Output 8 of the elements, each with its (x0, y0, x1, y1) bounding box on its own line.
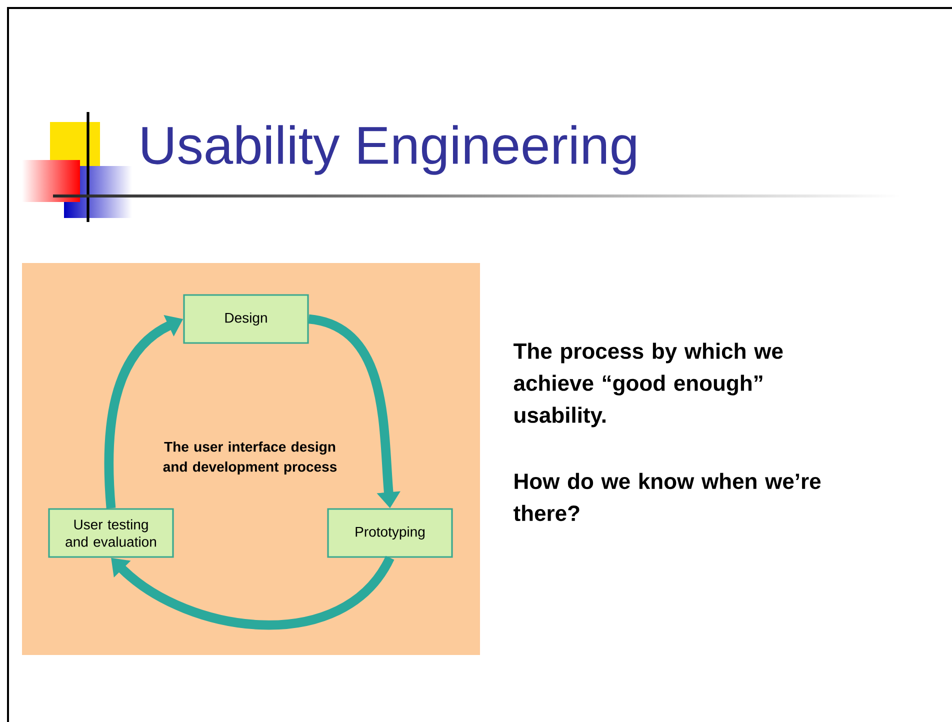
process-box: User testing and evaluation (48, 508, 174, 558)
process-box: Prototyping (327, 508, 453, 558)
process-box: Design (183, 294, 309, 344)
slide-title: Usability Engineering (142, 125, 636, 175)
body-text: How do we know when we’re there? (514, 472, 821, 522)
body-text: The process by which we achieve “good enough” usability. (514, 342, 783, 428)
cycle-arrow (111, 555, 394, 630)
diagram-caption: The user interface design and development process (163, 441, 337, 475)
